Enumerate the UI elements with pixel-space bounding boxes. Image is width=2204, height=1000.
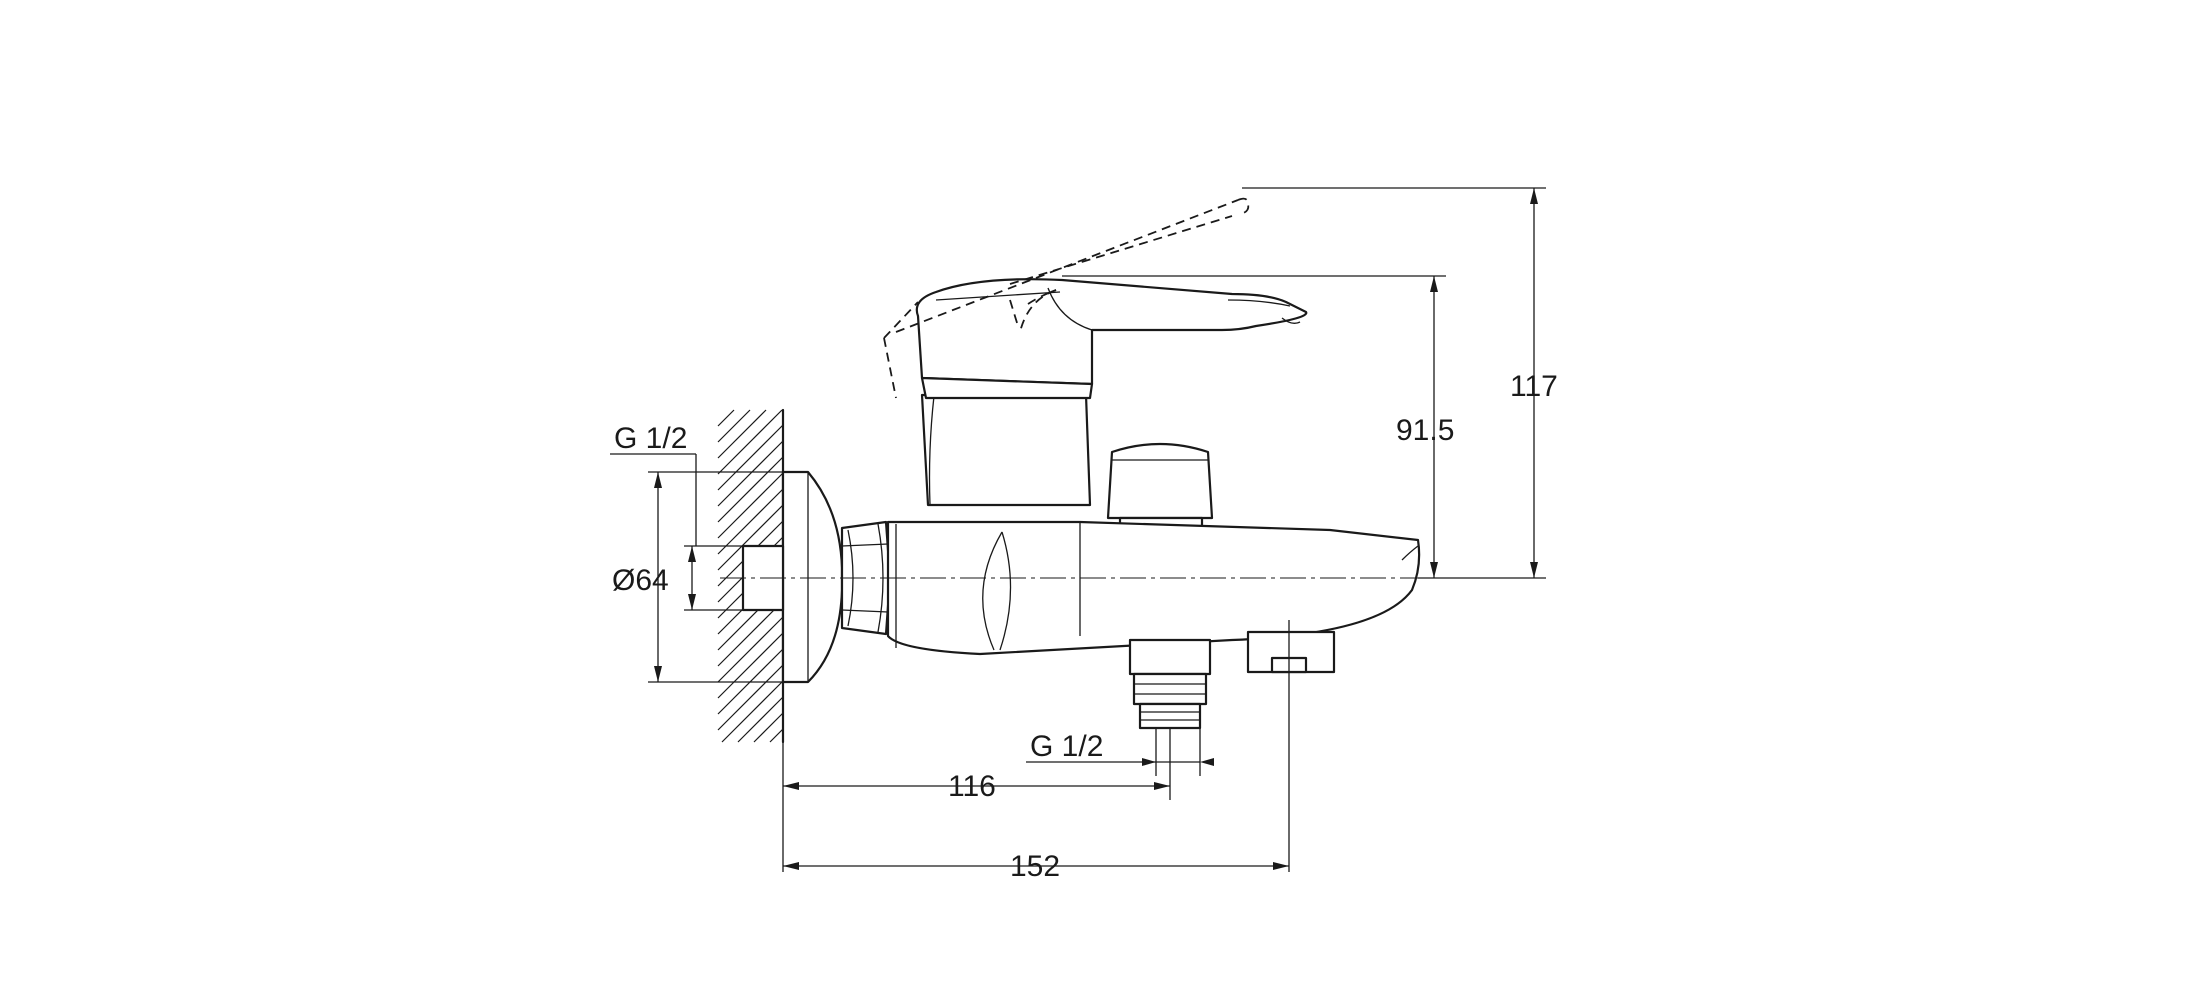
mixer-body [920,393,1092,507]
hatch-line [753,712,784,743]
dim-lever-height: 91.5 [1062,275,1546,579]
hatch-line [717,409,783,475]
hatch-line [717,616,784,683]
hatch-line [717,504,784,571]
hatch-line [769,728,784,743]
hatch-line [717,424,784,491]
lever-handle-raised [883,197,1250,399]
label-outlet-thread: G 1/2 [1030,730,1103,763]
label-spout-projection: 152 [1010,850,1060,883]
label-outlet-distance: 116 [948,770,996,803]
hatch-line [717,456,784,523]
spout-body [886,520,1421,656]
hatch-line [717,409,735,427]
label-inlet-thread: G 1/2 [614,422,687,455]
label-lever-height: 91.5 [1396,414,1454,447]
hatch-line [721,680,784,743]
dim-outlet-distance: 116 [782,728,1171,872]
dim-flange-diameter: Ø64 [612,471,783,683]
label-lever-raised-height: 117 [1510,370,1558,403]
dim-spout-projection: 152 [783,620,1290,883]
spout-outlet [1246,630,1336,674]
lever-handle [915,278,1308,400]
hatch-line [717,409,767,459]
shower-outlet [1128,638,1212,730]
hatch-line [717,600,784,667]
dim-outlet-thread: G 1/2 [1026,728,1214,776]
dim-lever-raised-height: 117 [1242,187,1558,578]
diverter-knob [1106,442,1214,534]
label-flange-diameter: Ø64 [612,564,669,597]
dim-inlet-thread: G 1/2 [610,422,743,611]
hatch-line [717,409,751,443]
hatch-line [717,488,784,555]
hatch-line [717,664,784,731]
hatch-line [717,632,784,699]
wall-flange [781,470,844,684]
hatch-line [717,440,784,507]
hatch-line [737,696,784,743]
hatch-line [717,472,784,539]
